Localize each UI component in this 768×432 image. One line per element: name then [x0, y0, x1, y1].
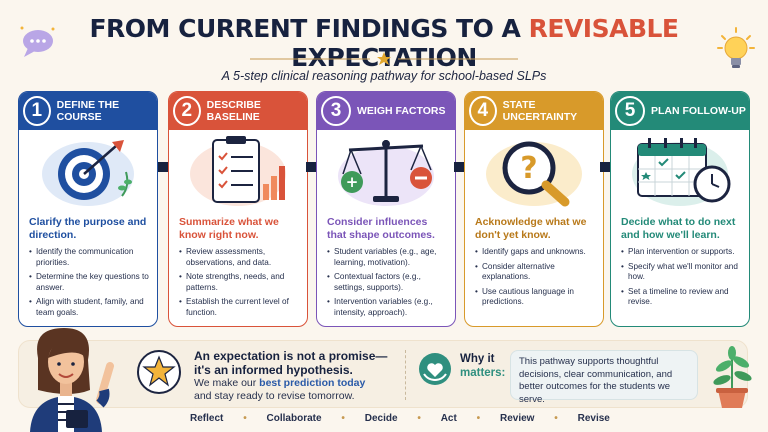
list-item: Establish the current level of function. [179, 297, 299, 318]
balance-scale-icon: + [338, 140, 434, 206]
list-item: Intervention variables (e.g., intensity,… [327, 297, 447, 318]
step-bullets-2: Review assessments, observations, and da… [169, 242, 307, 318]
star-divider [250, 52, 518, 65]
step-title-5: PLAN FOLLOW-UP [651, 105, 746, 117]
magnifier-question-icon: ? [486, 141, 582, 207]
step-card-3: 3 WEIGH FACTORS + Consider influences th… [316, 91, 456, 327]
step-number-2: 2 [173, 96, 201, 126]
title-accent: REVISABLE [528, 14, 679, 43]
promise-highlight: best prediction today [259, 377, 366, 389]
step-lead-2: Summarize what we know right now. [179, 216, 279, 241]
list-item: Consider alternative explanations. [475, 262, 595, 283]
step-header-5: 5 PLAN FOLLOW-UP [611, 92, 749, 130]
list-item: Determine the key questions to answer. [29, 272, 149, 293]
step-title-3: WEIGH FACTORS [357, 105, 446, 117]
step-card-5: 5 PLAN FOLLOW-UP Decide what to do next … [610, 91, 750, 327]
step-bullets-3: Student variables (e.g., age, learning, … [317, 242, 455, 318]
step-title-2: DESCRIBE BASELINE [206, 99, 261, 123]
list-item: Student variables (e.g., age, learning, … [327, 247, 447, 268]
list-item: Identify the communication priorities. [29, 247, 149, 268]
step-bullets-4: Identify gaps and unknowns. Consider alt… [465, 242, 603, 308]
potted-plant-icon [713, 346, 752, 408]
list-item: Identify gaps and unknowns. [475, 247, 595, 258]
list-item: Plan intervention or supports. [621, 247, 741, 258]
promise-line-4: and stay ready to revise tomorrow. [194, 390, 355, 402]
matters-text: This pathway supports thoughtful decisio… [510, 350, 698, 405]
cycle-steps: Reflect• Collaborate• Decide• Act• Revie… [190, 413, 610, 424]
svg-text:+: + [346, 173, 359, 191]
step-header-2: 2 DESCRIBE BASELINE [169, 92, 307, 130]
step-lead-1: Clarify the purpose and direction. [29, 216, 147, 241]
step-title-1: DEFINE THE COURSE [56, 99, 120, 123]
step-lead-3: Consider influences that shape outcomes. [327, 216, 435, 241]
promise-message: An expectation is not a promise— it's an… [194, 349, 394, 403]
lightbulb-icon [717, 27, 755, 68]
step-bullets-5: Plan intervention or supports. Specify w… [611, 242, 749, 308]
step-title-4: STATE UNCERTAINTY [502, 99, 578, 123]
step-number-5: 5 [615, 96, 645, 126]
why-it-matters-label: Why it matters: [460, 353, 506, 379]
step-card-4: 4 STATE UNCERTAINTY ? Acknowledge what w… [464, 91, 604, 327]
step-header-3: 3 WEIGH FACTORS [317, 92, 455, 130]
promise-line-2: it's an informed hypothesis. [194, 363, 353, 377]
cycle-step: Review [499, 413, 535, 424]
promise-line-1: An expectation is not a promise— [194, 349, 388, 363]
step-lead-5: Decide what to do next and how we'll lea… [621, 216, 736, 241]
cycle-step: Reflect [190, 413, 224, 424]
list-item: Review assessments, observations, and da… [179, 247, 299, 268]
cycle-step: Collaborate [266, 413, 322, 424]
step-bullets-1: Identify the communication priorities. D… [19, 242, 157, 318]
divider [405, 350, 406, 400]
cycle-step: Decide [364, 413, 398, 424]
step-number-3: 3 [321, 96, 351, 126]
list-item: Specify what we'll monitor and how. [621, 262, 741, 283]
star-badge-icon [137, 350, 181, 394]
step-lead-4: Acknowledge what we don't yet know. [475, 216, 587, 241]
step-header-4: 4 STATE UNCERTAINTY [465, 92, 603, 130]
speech-bubble-icon [20, 26, 55, 57]
teacher-illustration [30, 328, 114, 432]
step-card-2: 2 DESCRIBE BASELINE Summarize what we kn… [168, 91, 308, 327]
cycle-step: Revise [577, 413, 610, 424]
step-card-1: 1 DEFINE THE COURSE Clarify the purpose … [18, 91, 158, 327]
list-item: Set a timeline to review and revise. [621, 287, 741, 308]
step-number-4: 4 [469, 96, 497, 126]
heart-hands-icon [419, 353, 451, 385]
svg-text:?: ? [520, 151, 537, 186]
target-icon [42, 140, 134, 206]
step-header-1: 1 DEFINE THE COURSE [19, 92, 157, 130]
step-number-1: 1 [23, 96, 51, 126]
list-item: Note strengths, needs, and patterns. [179, 272, 299, 293]
calendar-clock-icon [632, 138, 731, 206]
list-item: Align with student, family, and team goa… [29, 297, 149, 318]
cycle-step: Act [440, 413, 457, 424]
subtitle: A 5-step clinical reasoning pathway for … [221, 69, 547, 83]
promise-line-3: We make our best prediction today [194, 377, 366, 389]
clipboard-chart-icon [190, 136, 286, 206]
list-item: Use cautious language in predictions. [475, 287, 595, 308]
page-title: FROM CURRENT FINDINGS TO A REVISABLE EXP… [89, 14, 679, 72]
list-item: Contextual factors (e.g., settings, supp… [327, 272, 447, 293]
